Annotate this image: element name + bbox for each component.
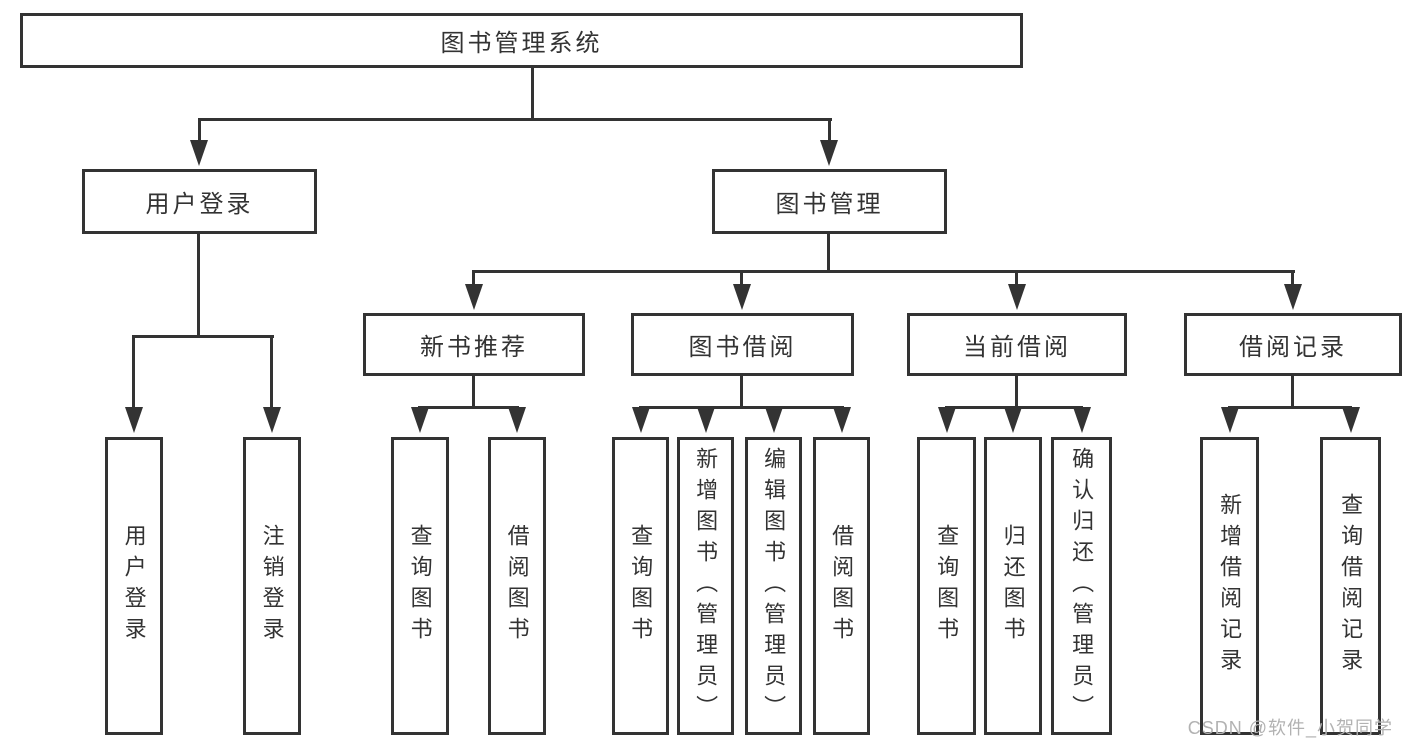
connector-recommend-stem [472,376,475,406]
node-new-book-recommend: 新书推荐 [363,313,585,376]
connector-recommend-bar [418,406,519,409]
csdn-watermark: CSDN @软件_小贺同学 [1187,718,1393,738]
connector-borrow-bar [639,406,844,409]
leaf-query-books-borrow: 查询图书 [612,437,669,735]
leaf-edit-book-admin: 编辑图书（管理员） [745,437,802,735]
leaf-user-login: 用户登录 [105,437,163,735]
node-book-borrow: 图书借阅 [631,313,854,376]
node-label: 借阅记录 [1239,334,1347,361]
leaf-add-book-admin: 新增图书（管理员） [677,437,734,735]
connector-stem [740,273,743,285]
leaf-borrow-books: 借阅图书 [813,437,870,735]
leaf-label: 借阅图书 [829,524,855,648]
leaf-label: 查询图书 [934,524,960,648]
connector-stem [472,273,475,285]
connector-stem [132,338,135,408]
arrowhead-icon [1284,284,1302,310]
arrowhead-icon [820,140,838,166]
arrowhead-icon [411,407,429,433]
node-label: 图书借阅 [688,334,797,361]
node-current-borrow: 当前借阅 [907,313,1127,376]
arrowhead-icon [765,407,783,433]
connector-stem [198,121,201,142]
arrowhead-icon [1008,284,1026,310]
leaf-label: 查询借阅记录 [1338,493,1364,679]
node-label: 用户登录 [145,191,254,218]
leaf-confirm-return-admin: 确认归还（管理员） [1051,437,1112,735]
leaf-label: 新增借阅记录 [1217,493,1243,679]
connector-current-stem [1015,376,1018,406]
connector-stem [270,338,273,408]
connector-root-stem [531,68,534,121]
leaf-label: 借阅图书 [504,524,530,648]
node-label: 图书管理 [775,191,884,218]
leaf-label: 新增图书（管理员） [693,446,719,726]
connector-records-stem [1291,376,1294,406]
node-borrow-records: 借阅记录 [1184,313,1402,376]
connector-login-stem [197,234,200,335]
arrowhead-icon [263,407,281,433]
node-label: 图书管理系统 [440,30,603,57]
leaf-label: 注销登录 [259,524,285,648]
connector-stem [828,121,831,142]
leaf-label: 归还图书 [1000,524,1026,648]
node-book-management: 图书管理 [712,169,947,234]
node-label: 新书推荐 [420,334,528,361]
arrowhead-icon [190,140,208,166]
connector-level1-bar [198,118,832,121]
connector-records-bar [1228,406,1352,409]
arrowhead-icon [938,407,956,433]
leaf-query-books-current: 查询图书 [917,437,976,735]
connector-stem [1291,273,1294,285]
leaf-query-borrow-record: 查询借阅记录 [1320,437,1381,735]
arrowhead-icon [1342,407,1360,433]
connector-stem [1015,273,1018,285]
leaf-return-books: 归还图书 [984,437,1042,735]
leaf-label: 查询图书 [628,524,654,648]
leaf-logout: 注销登录 [243,437,301,735]
connector-borrow-stem [740,376,743,406]
connector-management-stem [827,234,830,270]
leaf-label: 编辑图书（管理员） [761,446,787,726]
connector-level2-bar [472,270,1295,273]
arrowhead-icon [697,407,715,433]
connector-login-bar [132,335,274,338]
arrowhead-icon [1073,407,1091,433]
node-label: 当前借阅 [963,334,1071,361]
arrowhead-icon [1221,407,1239,433]
leaf-label: 用户登录 [121,524,147,648]
arrowhead-icon [508,407,526,433]
arrowhead-icon [1004,407,1022,433]
leaf-add-borrow-record: 新增借阅记录 [1200,437,1259,735]
leaf-borrow-books-recommend: 借阅图书 [488,437,546,735]
arrowhead-icon [632,407,650,433]
arrowhead-icon [125,407,143,433]
leaf-query-books-recommend: 查询图书 [391,437,449,735]
leaf-label: 查询图书 [407,524,433,648]
node-root-library-system: 图书管理系统 [20,13,1023,68]
arrowhead-icon [733,284,751,310]
arrowhead-icon [465,284,483,310]
node-user-login: 用户登录 [82,169,317,234]
leaf-label: 确认归还（管理员） [1069,446,1095,726]
arrowhead-icon [833,407,851,433]
